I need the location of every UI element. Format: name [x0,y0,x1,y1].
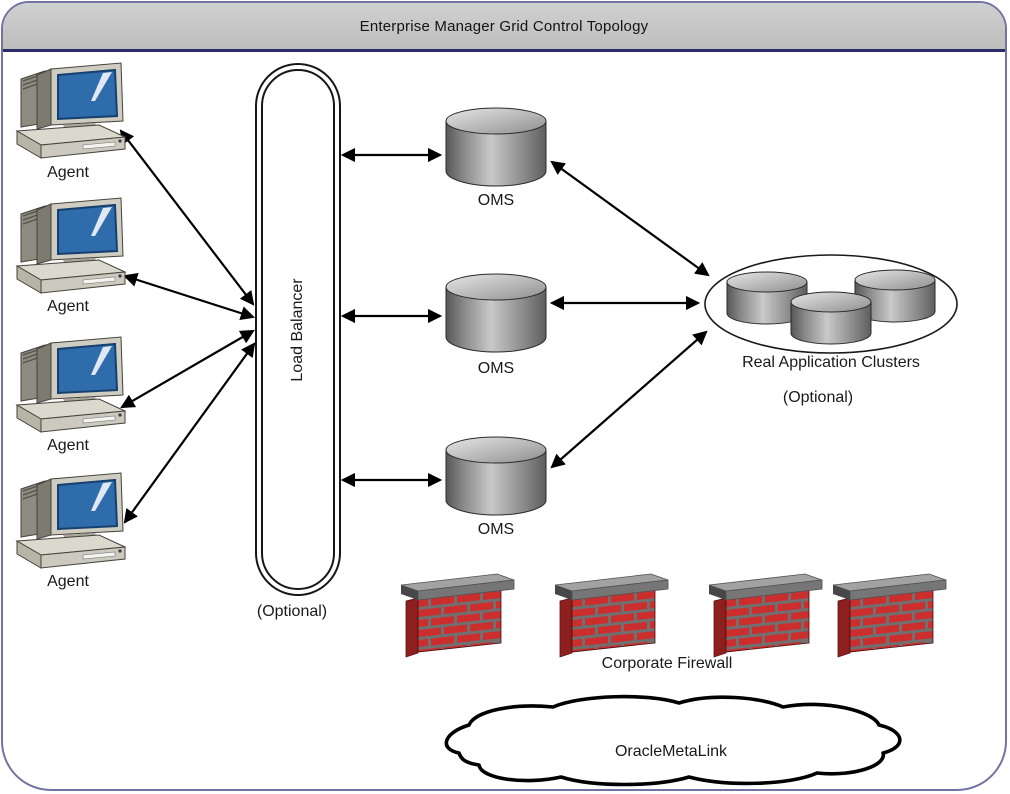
agent-4-node [11,469,126,569]
database-cluster-icon [703,253,959,355]
agent-2-label: Agent [47,298,89,315]
oms-1-label: OMS [477,192,515,209]
arrow-oms1-rac [550,160,710,277]
agent-4-label: Agent [47,573,89,590]
agent-3-node [11,333,126,433]
agent-1-node [11,59,126,159]
brick-wall-icon [555,559,669,659]
rac-optional-label: (Optional) [782,389,854,406]
arrow-oms3-rac [550,330,708,469]
database-cylinder-icon [445,107,547,187]
database-cylinder-icon [445,436,547,516]
firewall-1-node [401,559,515,659]
metalink-cloud-node: OracleMetaLink [421,691,921,791]
cloud-shape [444,694,902,787]
arrow-agent2-loadbalancer [122,272,256,321]
arrow-agent4-loadbalancer [123,342,256,524]
brick-wall-icon [833,559,947,659]
arrow-agent3-loadbalancer [120,329,255,409]
load-balancer-inner-ring [261,69,335,590]
brick-wall-icon [709,559,823,659]
oms-3-label: OMS [477,521,515,538]
load-balancer-node: Load Balancer [255,63,341,596]
desktop-computer-icon [16,62,126,159]
firewall-2-node [555,559,669,659]
title-bar: Enterprise Manager Grid Control Topology [3,3,1005,52]
arrow-agent1-loadbalancer [119,129,255,306]
database-cylinder-icon [445,273,547,353]
load-balancer-label: Load Balancer [289,277,306,382]
desktop-computer-icon [16,472,126,569]
agent-2-node [11,194,126,294]
oms-2-node [444,273,548,353]
oms-1-node [444,107,548,187]
agent-1-label: Agent [47,164,89,181]
firewall-3-node [709,559,823,659]
firewall-4-node [833,559,947,659]
desktop-computer-icon [16,336,126,433]
oms-2-label: OMS [477,360,515,377]
page-title: Enterprise Manager Grid Control Topology [359,17,649,35]
desktop-computer-icon [16,197,126,294]
load-balancer-optional-label: (Optional) [256,603,328,620]
brick-wall-icon [401,559,515,659]
metalink-label: OracleMetaLink [614,743,728,760]
rac-label: Real Application Clusters [742,354,920,371]
corporate-firewall-label: Corporate Firewall [601,655,733,672]
oms-3-node [444,436,548,516]
rac-node [703,253,959,355]
agent-3-label: Agent [47,437,89,454]
